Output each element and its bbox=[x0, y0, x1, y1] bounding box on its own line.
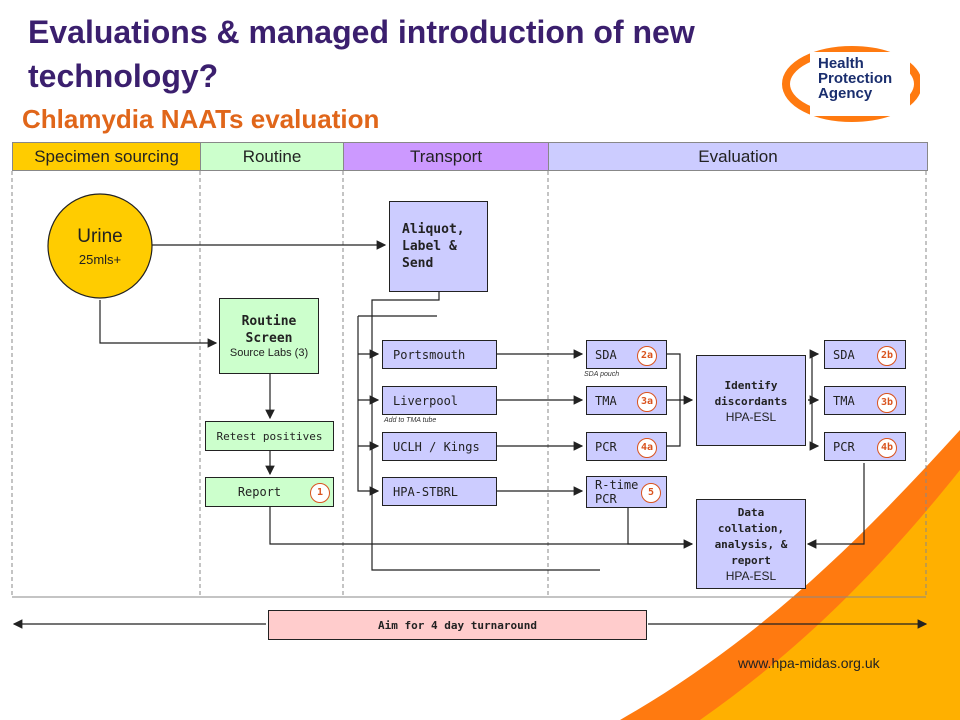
aliquot-label-send-box: Aliquot, Label & Send bbox=[389, 201, 488, 292]
test-pcr-b: PCR 4b bbox=[824, 432, 906, 461]
test-pcr-b-label: PCR bbox=[833, 439, 855, 454]
logo-line-3: Agency bbox=[818, 85, 873, 102]
badge-4a: 4a bbox=[637, 438, 657, 458]
page-title: Evaluations & managed introduction of ne… bbox=[28, 14, 695, 94]
website-url: www.hpa-midas.org.uk bbox=[738, 655, 880, 671]
note-sda-pouch: SDA pouch bbox=[584, 371, 620, 378]
site-hpa-stbrl: HPA-STBRL bbox=[382, 477, 497, 506]
stage-routine: Routine bbox=[200, 142, 344, 171]
identify-discordants-box: Identify discordants HPA-ESL bbox=[696, 355, 806, 446]
stage-transport: Transport bbox=[343, 142, 549, 171]
data-collation-box: Data collation, analysis, & report HPA-E… bbox=[696, 499, 806, 589]
routine-screen-box: Routine Screen Source Labs (3) bbox=[219, 298, 319, 374]
report-label: Report bbox=[237, 485, 282, 499]
badge-2b: 2b bbox=[877, 346, 897, 366]
urine-volume: 25mls+ bbox=[78, 252, 122, 267]
routine-screen-source: Source Labs (3) bbox=[229, 347, 309, 359]
test-rtime-pcr: R-time PCR 5 bbox=[586, 476, 667, 508]
data-collation-title: Data collation, analysis, & report bbox=[714, 506, 788, 567]
test-pcr-a-label: PCR bbox=[595, 439, 617, 454]
site-portsmouth: Portsmouth bbox=[382, 340, 497, 369]
badge-5: 5 bbox=[641, 483, 661, 503]
test-sda-b-label: SDA bbox=[833, 347, 855, 362]
urine-node-shape bbox=[47, 193, 153, 299]
urine-label: Urine bbox=[77, 226, 123, 247]
routine-screen-title: Routine Screen bbox=[241, 314, 297, 346]
badge-2a: 2a bbox=[637, 346, 657, 366]
report-box: Report 1 bbox=[205, 477, 334, 507]
test-tma-b: TMA 3b bbox=[824, 386, 906, 415]
test-tma-a-label: TMA bbox=[595, 393, 617, 408]
retest-positives-box: Retest positives bbox=[205, 421, 334, 451]
note-tma-tube: Add to TMA tube bbox=[384, 417, 437, 424]
test-sda-a-label: SDA bbox=[595, 347, 617, 362]
stage-evaluation: Evaluation bbox=[548, 142, 928, 171]
badge-4b: 4b bbox=[877, 438, 897, 458]
site-uclh-kings: UCLH / Kings bbox=[382, 432, 497, 461]
page-subtitle: Chlamydia NAATs evaluation bbox=[22, 104, 380, 134]
identify-lab: HPA-ESL bbox=[725, 409, 777, 424]
hpa-logo: Health Protection Agency bbox=[780, 44, 920, 124]
test-sda-a: SDA 2a bbox=[586, 340, 667, 369]
test-tma-b-label: TMA bbox=[833, 393, 855, 408]
aliquot-label: Aliquot, Label & Send bbox=[402, 222, 465, 271]
stage-specimen-sourcing: Specimen sourcing bbox=[12, 142, 201, 171]
badge-3b: 3b bbox=[877, 393, 897, 413]
logo-line-1: Health bbox=[818, 55, 864, 72]
logo-line-2: Protection bbox=[818, 70, 893, 87]
identify-title: Identify discordants bbox=[714, 378, 788, 408]
test-tma-a: TMA 3a bbox=[586, 386, 667, 415]
aim-turnaround-box: Aim for 4 day turnaround bbox=[268, 610, 647, 640]
test-pcr-a: PCR 4a bbox=[586, 432, 667, 461]
test-rtime-pcr-label: R-time PCR bbox=[595, 478, 639, 506]
data-collation-lab: HPA-ESL bbox=[725, 569, 777, 583]
test-sda-b: SDA 2b bbox=[824, 340, 906, 369]
site-liverpool: Liverpool bbox=[382, 386, 497, 415]
badge-3a: 3a bbox=[637, 392, 657, 412]
badge-1: 1 bbox=[310, 483, 330, 503]
